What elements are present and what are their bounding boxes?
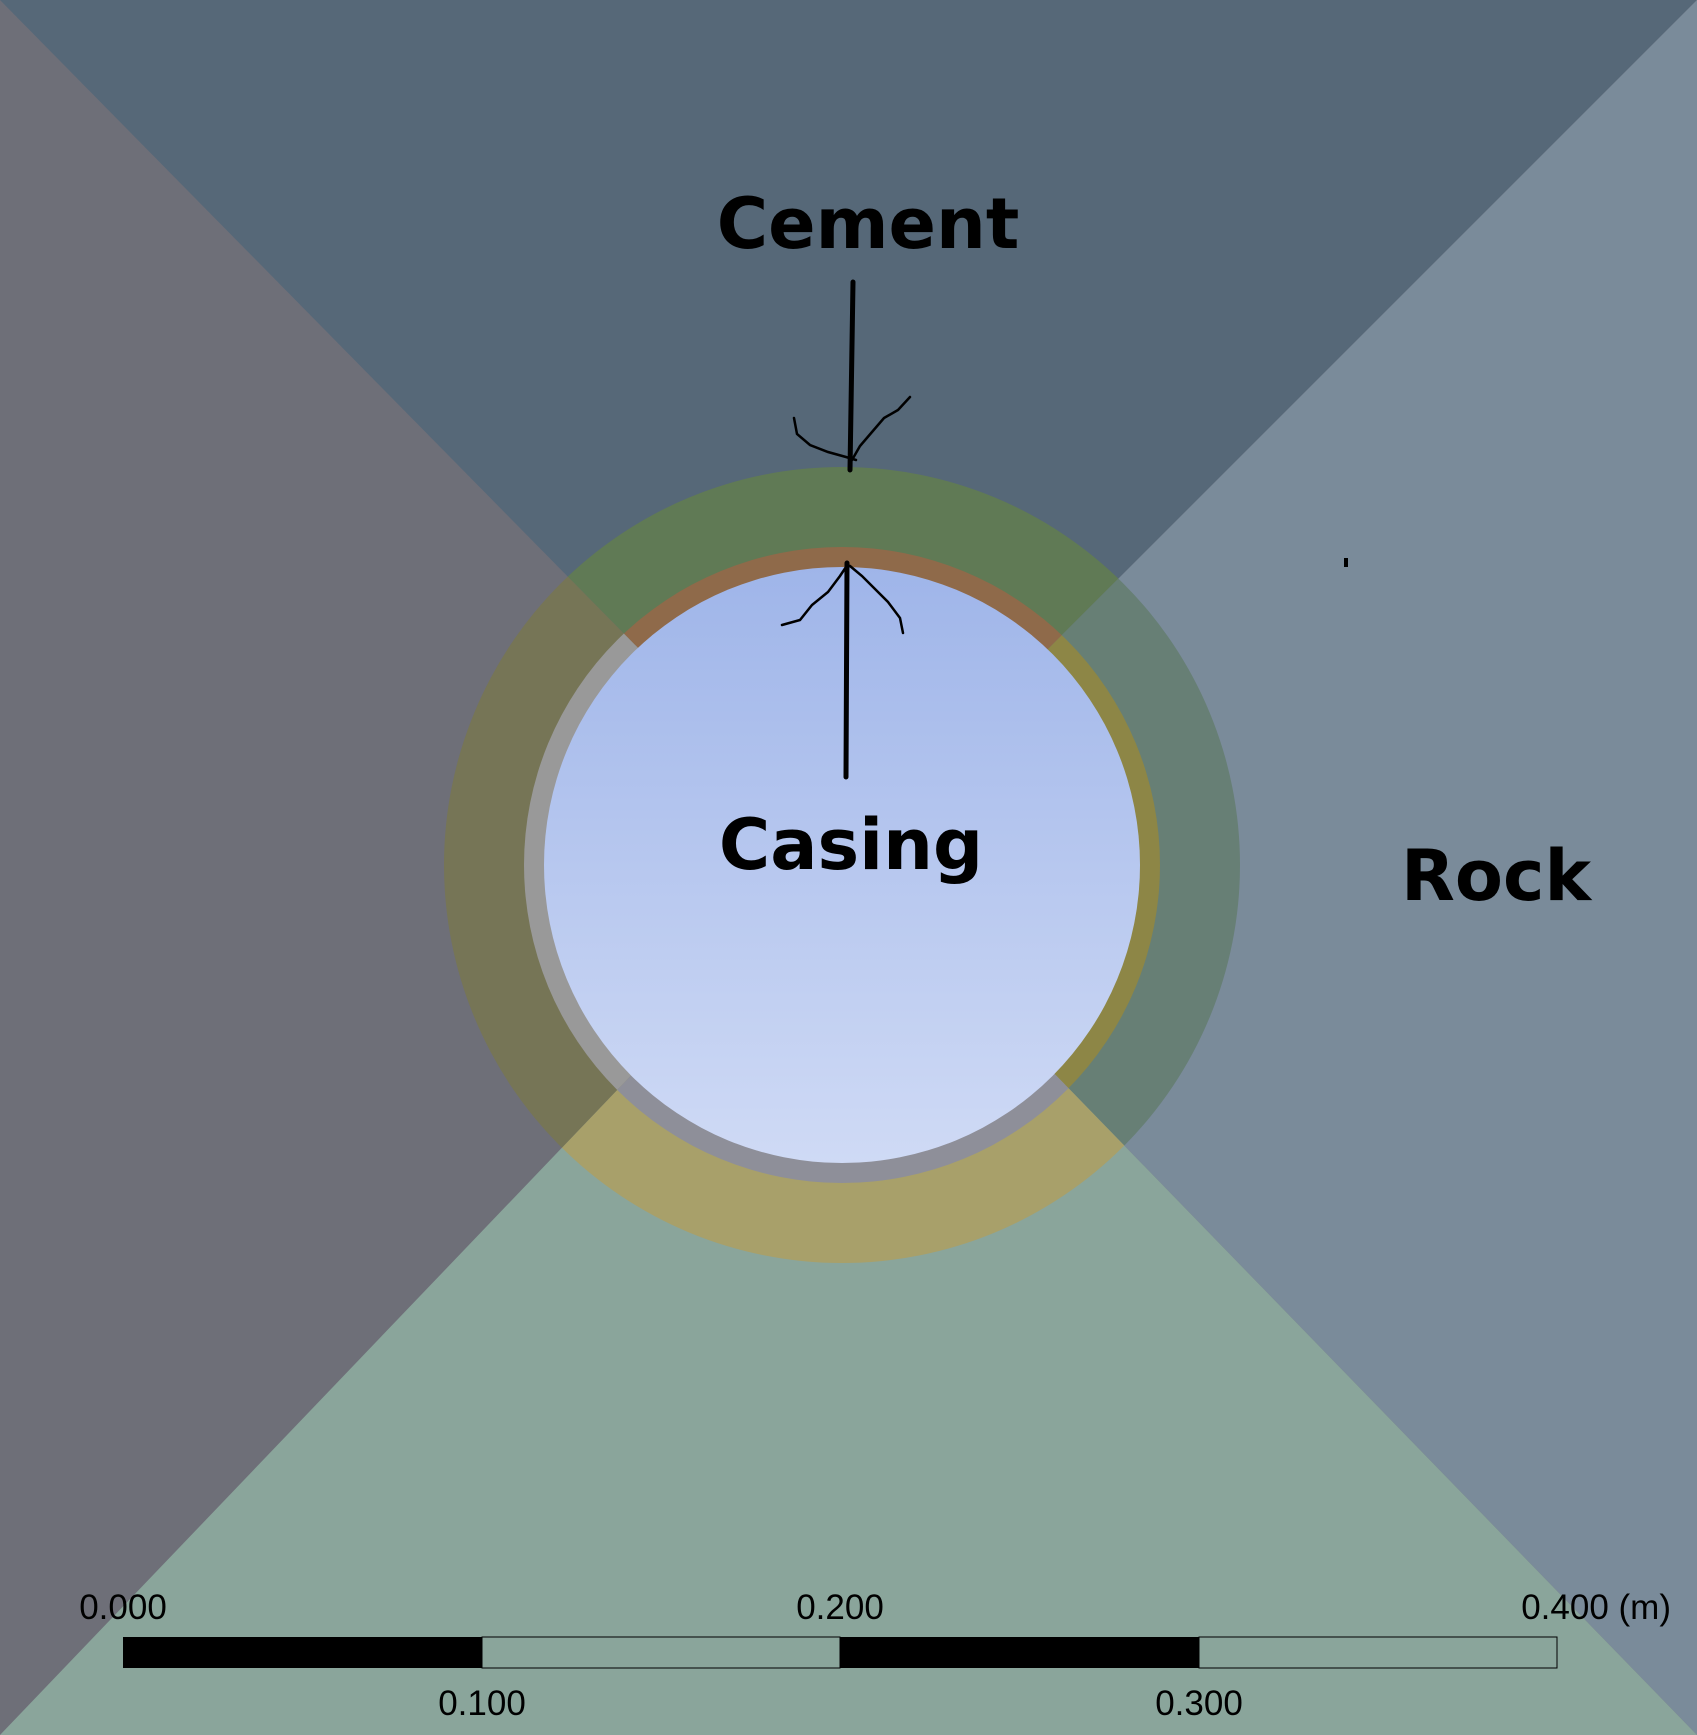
marker-dot (1344, 558, 1348, 567)
scale-segment-3 (840, 1637, 1199, 1668)
wellbore-interior (544, 567, 1140, 1163)
scale-tick-300: 0.300 (1155, 1684, 1243, 1723)
scale-bar: 0.000 0.200 0.400 (m) 0.100 0.300 (79, 1588, 1671, 1723)
rock-right-region (842, 0, 1697, 1735)
scale-segment-2 (481, 1636, 841, 1669)
rock-left-region (0, 0, 842, 1735)
scale-tick-400: 0.400 (m) (1521, 1588, 1671, 1627)
scale-segment-4 (1198, 1636, 1558, 1669)
cement-label: Cement (717, 183, 1020, 265)
rock-label: Rock (1401, 835, 1592, 917)
rock-bottom-region (0, 855, 1697, 1735)
scale-tick-200: 0.200 (796, 1588, 884, 1627)
casing-label: Casing (719, 804, 983, 886)
scale-segment-1 (123, 1637, 482, 1668)
scale-tick-100: 0.100 (438, 1684, 526, 1723)
casing-pointer-arrow (780, 560, 905, 780)
scale-tick-0: 0.000 (79, 1588, 167, 1627)
cement-pointer-arrow (792, 279, 912, 473)
